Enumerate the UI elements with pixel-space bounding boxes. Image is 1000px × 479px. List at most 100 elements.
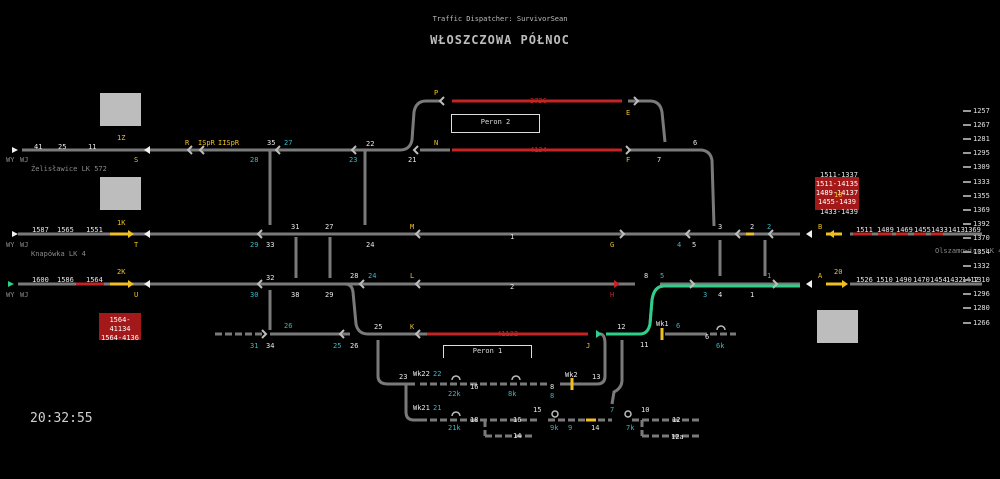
track-label[interactable]: B [818, 223, 823, 231]
track-label: 1454 [930, 276, 947, 284]
track-label: 9 [568, 424, 573, 432]
track-label[interactable]: 1K [117, 219, 126, 227]
track-label: 26 [350, 342, 359, 350]
track-label: 32 [266, 274, 275, 282]
track-label: 28 [250, 156, 259, 164]
track-label: 5 [660, 272, 665, 280]
track-label[interactable]: T [134, 241, 139, 249]
track-label[interactable]: F [626, 156, 631, 164]
track-label: 1511 [856, 226, 873, 234]
track-label: 35 [267, 139, 276, 147]
track-label: 1489 [877, 226, 894, 234]
occupied-sections [76, 99, 943, 336]
milepost-label: 1354 [973, 248, 990, 256]
track-label: 1551 [86, 226, 103, 234]
track-label: 1469 [896, 226, 913, 234]
track-label: 9k [550, 424, 559, 432]
train-entry: 1564-4136 [101, 334, 139, 342]
track-label[interactable]: 10 [834, 191, 843, 199]
train-box-left[interactable]: 1564-41134 1564-4136 [99, 313, 141, 342]
track-label: 4 [718, 291, 723, 299]
track-label: 24 [368, 272, 377, 280]
train-entry: 1511-14135 [815, 180, 859, 188]
track-label[interactable]: R [185, 139, 190, 147]
milepost-tick [963, 251, 971, 253]
train-box-right[interactable]: 1511-14135 1489-14137 1455-1439 [815, 177, 859, 210]
milepost-tick [963, 223, 971, 225]
track-label[interactable]: ISpR [198, 139, 215, 147]
track-label[interactable]: IISpR [218, 139, 240, 147]
train-entry: 1564-41134 [109, 316, 131, 333]
track-label: 1490 [895, 276, 912, 284]
track-label: 10 [641, 406, 650, 414]
milepost-label: 1280 [973, 304, 990, 312]
track-label[interactable]: S [134, 156, 139, 164]
platform-2: Peron 2 [451, 114, 540, 133]
track-label: 1470 [913, 276, 930, 284]
track-label: Wk21 [413, 404, 430, 412]
track-label: 25 [374, 323, 383, 331]
track-label: 2 [750, 223, 755, 231]
switch-chevrons [186, 96, 779, 339]
train-4134[interactable]: 4134 [530, 146, 547, 154]
track-label: 18 [470, 416, 479, 424]
track-label: 1586 [57, 276, 74, 284]
track-label: 25 [333, 342, 342, 350]
track-label: 1564 [86, 276, 103, 284]
track-label[interactable]: K [410, 323, 415, 331]
track-label: 31 [250, 342, 259, 350]
milepost-tick [963, 124, 971, 126]
signal-routes [110, 232, 842, 422]
milepost-tick [963, 307, 971, 309]
train-3736[interactable]: 3736 [530, 97, 547, 105]
track-label[interactable]: M [410, 223, 415, 231]
track-label: 2 [510, 283, 515, 291]
milepost-tick [963, 265, 971, 267]
track-label[interactable]: 1Z [117, 134, 126, 142]
track-label: 23 [349, 156, 358, 164]
track-label: 16 [513, 416, 522, 424]
wj-label: WJ [20, 156, 29, 164]
milepost-label: 1309 [973, 163, 990, 171]
track-label: 1 [750, 291, 755, 299]
track-label: Wk2 [565, 371, 578, 379]
track-label: 27 [325, 223, 334, 231]
milepost-label: 1333 [973, 178, 990, 186]
track-label: 2 [767, 223, 772, 231]
track-label[interactable]: A [818, 272, 823, 280]
track-connector-6 [699, 148, 716, 227]
train-41132[interactable]: 41132 [497, 330, 519, 338]
track-label: 24 [366, 241, 375, 249]
track-label: 41 [34, 143, 43, 151]
track-label[interactable]: U [134, 291, 139, 299]
track-label[interactable]: J [586, 342, 591, 350]
track-label[interactable]: E [626, 109, 631, 117]
track-label: 12 [617, 323, 626, 331]
milepost-label: 1369 [973, 206, 990, 214]
track-label: 1565 [57, 226, 74, 234]
signal-box-right [817, 310, 858, 343]
milepost-tick [963, 110, 971, 112]
station-title: WŁOSZCZOWA PÓŁNOC [430, 33, 570, 47]
wy-label: WY [6, 241, 15, 249]
track-label: 8 [550, 392, 555, 400]
route-set [606, 284, 800, 336]
track-label[interactable]: 2K [117, 268, 126, 276]
track-label[interactable]: 20 [834, 268, 843, 276]
milepost-tick [963, 209, 971, 211]
milepost-tick [963, 181, 971, 183]
track-label: 22 [366, 140, 375, 148]
track-label[interactable]: G [610, 241, 615, 249]
milepost-tick [963, 195, 971, 197]
track-label: 23 [399, 373, 408, 381]
track-label: 21 [433, 404, 442, 412]
track-label[interactable]: L [410, 272, 415, 280]
milepost-label: 1266 [973, 319, 990, 327]
track-label: 8 [644, 272, 649, 280]
milepost-label: 1392 [973, 220, 990, 228]
track-label[interactable]: N [434, 139, 439, 147]
track-label[interactable]: P [434, 89, 439, 97]
track-label: 25 [58, 143, 67, 151]
